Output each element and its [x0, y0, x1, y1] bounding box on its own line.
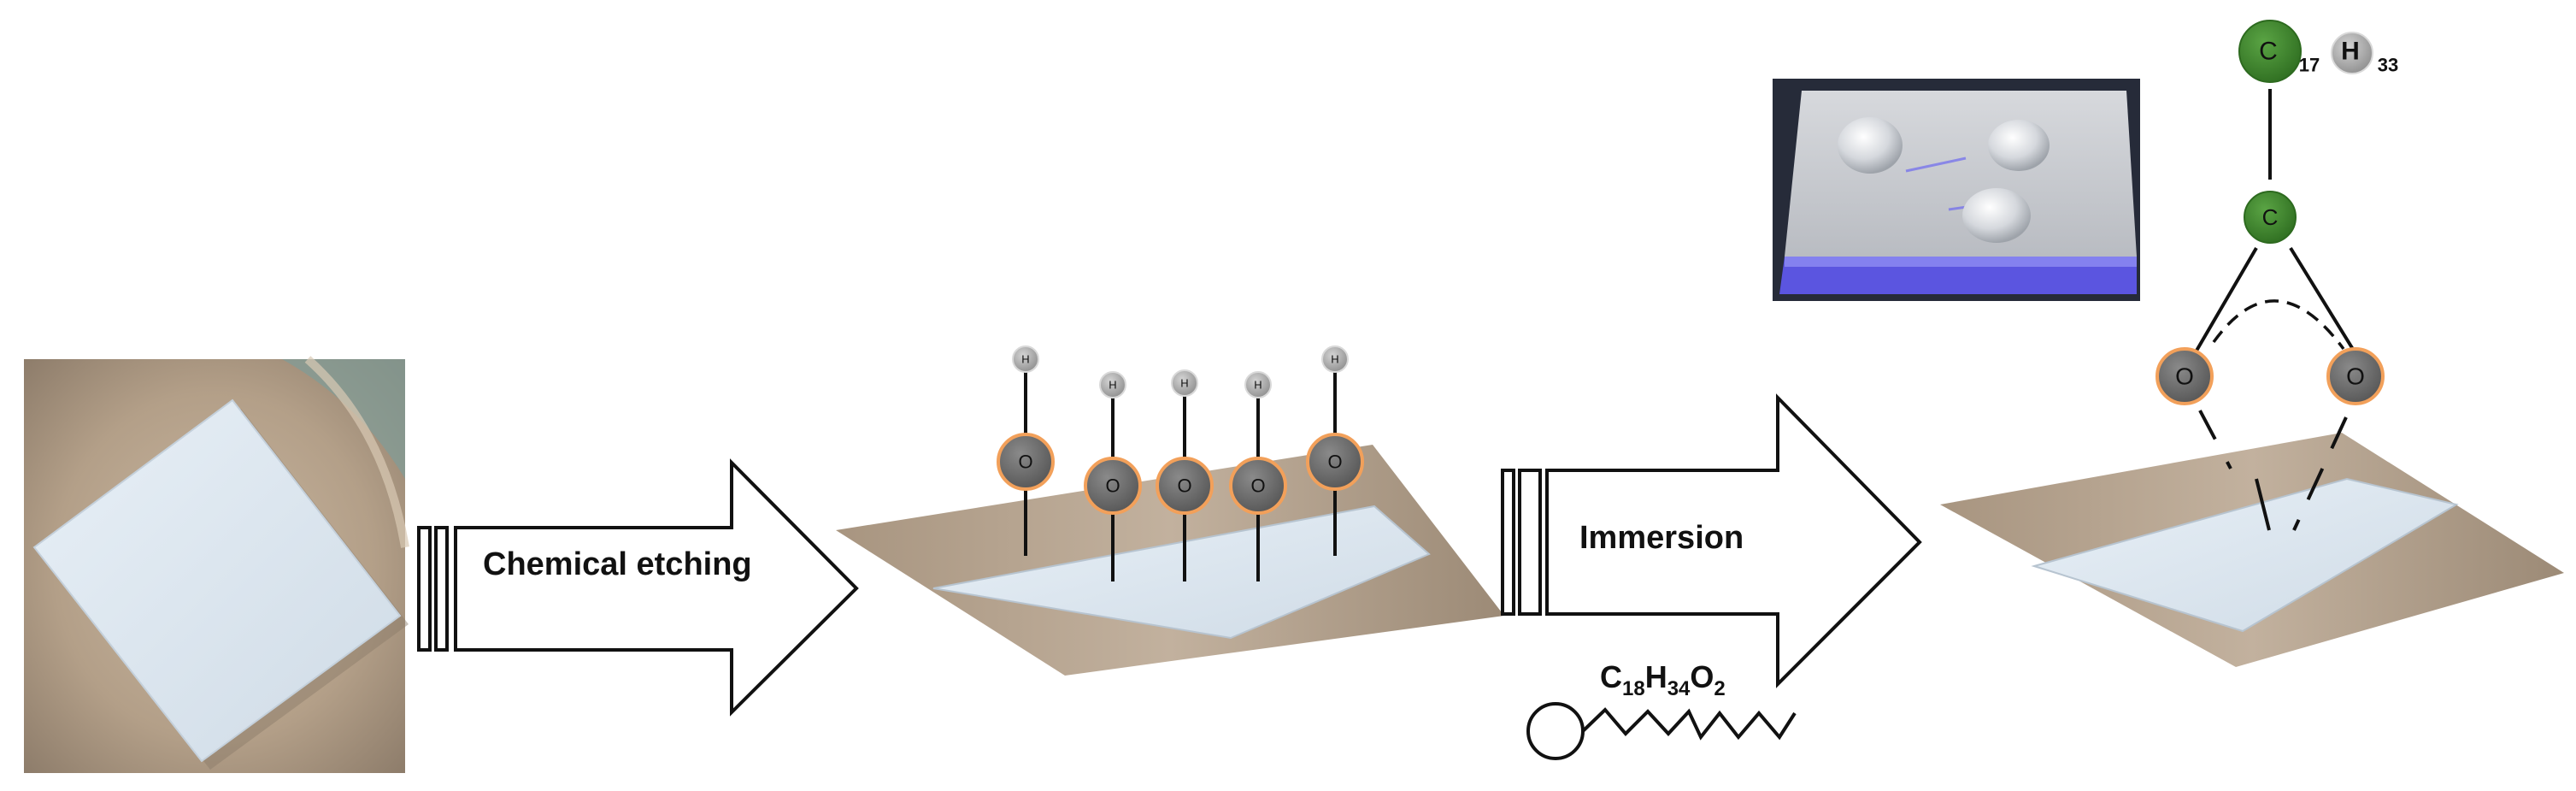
oxygen-atom-icon [1084, 457, 1142, 515]
oxygen-atom-icon [1229, 457, 1287, 515]
chain-c-subscript: 17 [2299, 55, 2320, 76]
hydrogen-atom-icon [2331, 32, 2373, 74]
oleic-acid-tail-icon [1581, 707, 1797, 741]
etched-substrate [836, 445, 1504, 676]
oxygen-atom-icon [997, 433, 1055, 491]
oxygen-atom-label: O [1018, 452, 1032, 473]
chain-h-subscript: 33 [2378, 55, 2398, 76]
oxygen-atom-label: O [2346, 363, 2365, 390]
formula-h: H [1645, 659, 1667, 694]
formula-c-sub: 18 [1622, 677, 1645, 700]
svg-text:C18H34O2: C18H34O2 [1600, 659, 1726, 700]
oxygen-atom-icon [2326, 347, 2385, 405]
hydrogen-atom-icon [1012, 345, 1039, 373]
oxygen-atom-icon [1156, 457, 1214, 515]
oxygen-atom-label: O [1250, 475, 1265, 497]
hydrogen-atom-label: H [1254, 379, 1262, 392]
oxygen-atom-label: O [2175, 363, 2194, 390]
chain-h-label: H [2341, 38, 2360, 66]
carbon-atom-icon [2244, 191, 2297, 244]
hydrogen-atom-icon [1171, 369, 1198, 397]
oleic-acid-formula: C18H34O2 [1526, 659, 1797, 760]
oxygen-atom-label: O [1105, 475, 1120, 497]
droplet-icon [1988, 120, 2050, 171]
hydrogen-atom-icon [1099, 371, 1126, 398]
arrow-chemical-etching: Chemical etching [417, 458, 859, 717]
formula-o-sub: 2 [1714, 677, 1725, 700]
substrate-photo-initial [24, 356, 409, 773]
oxygen-atom-label: O [1177, 475, 1191, 497]
hydrogen-atom-label: H [1109, 379, 1116, 392]
droplet-icon [1838, 117, 1903, 174]
hydroxyl-group: HO [1306, 345, 1364, 556]
label-chemical-etching: Chemical etching [483, 546, 752, 582]
formula-h-sub: 34 [1667, 677, 1691, 700]
hydrogen-atom-icon [1321, 345, 1349, 373]
hydrogen-atom-icon [1244, 371, 1272, 398]
carbon-atom-label: C [2259, 38, 2278, 66]
hydrogen-atom-label: H [1331, 353, 1338, 366]
oxygen-atom-icon [2155, 347, 2214, 405]
formula-o: O [1690, 659, 1714, 694]
carboxylate-anchor: C 17 H 33 C O O [2155, 20, 2398, 531]
water-droplet-photo [1773, 79, 2140, 301]
hydroxyl-group: HO [1229, 371, 1287, 581]
hydroxyl-group: HO [1084, 371, 1142, 581]
droplet-icon [1962, 188, 2031, 243]
hydroxyl-group: HO [997, 345, 1055, 556]
hydroxyl-group: HO [1156, 369, 1214, 581]
oxygen-atom-icon [1306, 433, 1364, 491]
oxygen-atom-label: O [1327, 452, 1342, 473]
modified-substrate [1940, 433, 2564, 667]
carbon-atom-label: C [2262, 204, 2279, 230]
carbon-atom-icon [2238, 20, 2302, 83]
hydrogen-atom-label: H [1021, 353, 1029, 366]
arrow-immersion: Immersion [1501, 393, 1922, 688]
oleic-acid-head-icon [1526, 702, 1585, 760]
hydrogen-atom-label: H [1180, 377, 1188, 390]
label-immersion: Immersion [1579, 520, 1744, 556]
formula-c: C [1600, 659, 1622, 694]
